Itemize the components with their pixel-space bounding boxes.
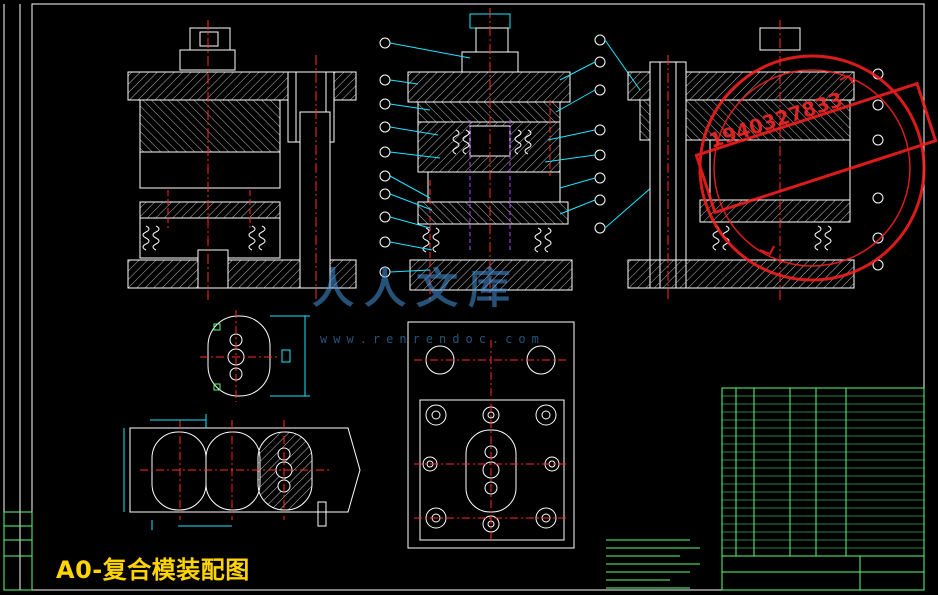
balloon-icon [379, 37, 471, 278]
watermark-text: 人人文库 [312, 264, 521, 313]
right-side-view [627, 20, 884, 300]
strip-layout-view [123, 414, 361, 530]
title-block-table [721, 387, 925, 591]
drawing-caption: A0-复合模装配图 [56, 556, 250, 584]
balloon-icon [544, 34, 661, 234]
part-detail-view [200, 310, 310, 402]
drawing-frame [31, 3, 925, 591]
stamp-seal-icon [694, 54, 938, 282]
watermark-url: www.renrendoc.com [320, 332, 545, 346]
left-side-view [127, 20, 357, 300]
center-front-view [407, 8, 573, 300]
technical-notes [606, 539, 700, 589]
die-plate-plan-view [407, 321, 575, 549]
